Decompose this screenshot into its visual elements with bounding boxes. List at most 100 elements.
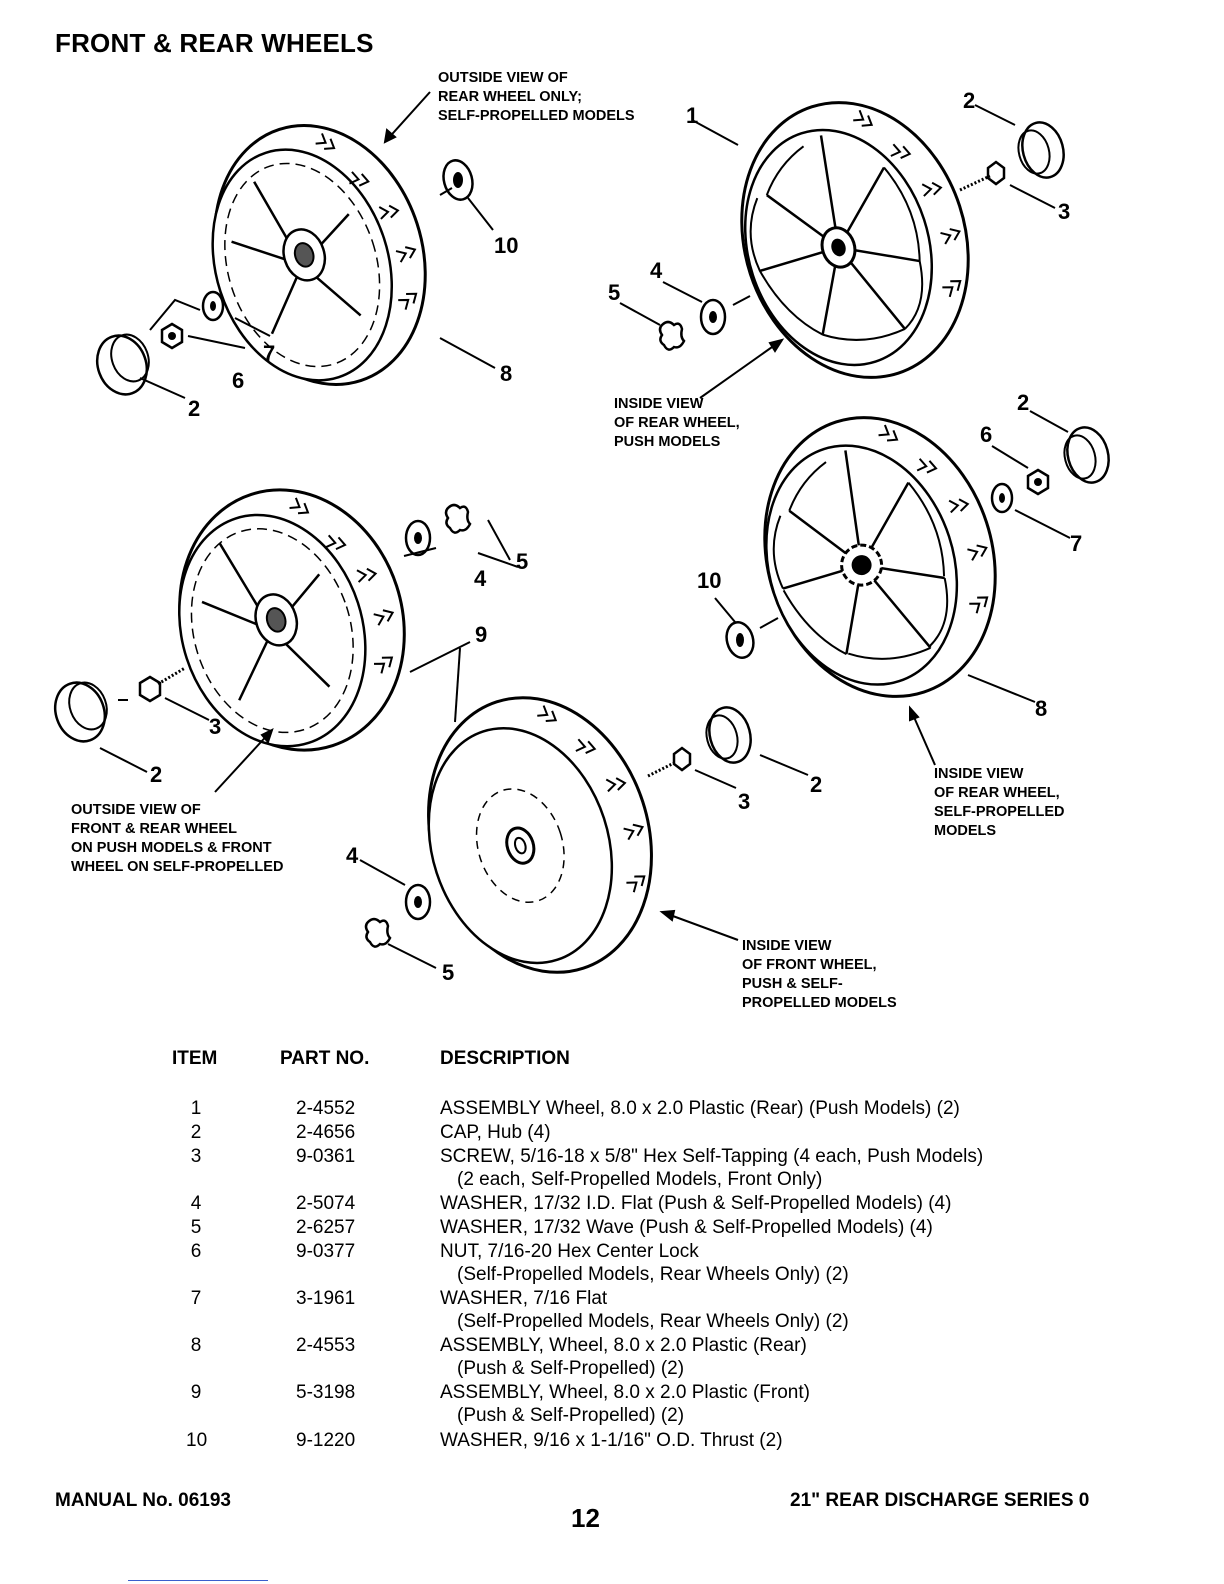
series-label: 21" REAR DISCHARGE SERIES 0 bbox=[790, 1490, 1090, 1511]
hub-cap-icon bbox=[708, 706, 752, 764]
description-text: WASHER, 17/32 I.D. Flat (Push & Self-Pro… bbox=[440, 1193, 952, 1214]
item-cell: 3 bbox=[190, 1146, 202, 1167]
wheel-outside-rear-sp bbox=[211, 124, 427, 386]
item-number: 5 bbox=[608, 280, 620, 305]
description-text: WASHER, 17/32 Wave (Push & Self-Propelle… bbox=[440, 1217, 933, 1238]
svg-text:OF REAR WHEEL,: OF REAR WHEEL, bbox=[934, 785, 1060, 801]
hex-screw-icon bbox=[138, 675, 162, 703]
hub-cap-icon bbox=[53, 681, 107, 743]
description-continuation: (2 each, Self-Propelled Models, Front On… bbox=[457, 1169, 823, 1190]
hex-screw-icon bbox=[672, 746, 692, 772]
item-number-labels: 10 7 6 8 2 1 2 3 4 5 2 6 7 10 8 5 4 9 3 … bbox=[150, 88, 1082, 985]
svg-text:ON PUSH MODELS & FRONT: ON PUSH MODELS & FRONT bbox=[71, 840, 272, 856]
column-header-description: DESCRIPTION bbox=[440, 1048, 570, 1069]
description-cell: ASSEMBLY, Wheel, 8.0 x 2.0 Plastic (Fron… bbox=[440, 1381, 1160, 1427]
description-cell: SCREW, 5/16-18 x 5/8" Hex Self-Tapping (… bbox=[440, 1145, 1160, 1191]
item-number: 5 bbox=[516, 549, 528, 574]
part-number-cell: 9-0361 bbox=[296, 1146, 356, 1167]
item-cell: 2 bbox=[190, 1122, 202, 1143]
wave-washer-icon bbox=[444, 503, 472, 534]
description-text: WASHER, 9/16 x 1-1/16" O.D. Thrust (2) bbox=[440, 1430, 783, 1451]
item-number: 10 bbox=[697, 568, 721, 593]
item-number: 2 bbox=[150, 762, 162, 787]
exploded-parts-diagram: OUTSIDE VIEW OF REAR WHEEL ONLY; SELF-PR… bbox=[53, 70, 1110, 1011]
item-number: 6 bbox=[232, 368, 244, 393]
wave-washer-icon bbox=[364, 917, 392, 948]
page-number: 12 bbox=[571, 1503, 600, 1533]
description-continuation: (Push & Self-Propelled) (2) bbox=[457, 1358, 685, 1379]
item-cell: 6 bbox=[190, 1241, 202, 1262]
part-number-cell: 9-0377 bbox=[296, 1241, 356, 1262]
callout-outside-front-rear: OUTSIDE VIEW OF FRONT & REAR WHEEL ON PU… bbox=[71, 802, 283, 875]
description-text: CAP, Hub (4) bbox=[440, 1122, 551, 1143]
description-text: ASSEMBLY, Wheel, 8.0 x 2.0 Plastic (Fron… bbox=[440, 1382, 810, 1403]
description-text: SCREW, 5/16-18 x 5/8" Hex Self-Tapping (… bbox=[440, 1146, 984, 1167]
callout-inside-front: INSIDE VIEW OF FRONT WHEEL, PUSH & SELF-… bbox=[742, 938, 897, 1011]
description-cell: WASHER, 9/16 x 1-1/16" O.D. Thrust (2) bbox=[440, 1429, 1160, 1452]
callout-inside-rear-push: INSIDE VIEW OF REAR WHEEL, PUSH MODELS bbox=[614, 396, 740, 450]
description-text: NUT, 7/16-20 Hex Center Lock bbox=[440, 1241, 699, 1262]
item-number: 4 bbox=[650, 258, 663, 283]
item-number: 3 bbox=[209, 714, 221, 739]
item-number: 2 bbox=[188, 396, 200, 421]
item-number: 2 bbox=[1017, 390, 1029, 415]
description-cell: ASSEMBLY, Wheel, 8.0 x 2.0 Plastic (Rear… bbox=[440, 1334, 1160, 1380]
part-number-cell: 3-1961 bbox=[296, 1288, 356, 1309]
svg-text:PROPELLED MODELS: PROPELLED MODELS bbox=[742, 995, 897, 1011]
part-number-cell: 2-6257 bbox=[296, 1217, 356, 1238]
hub-cap-icon bbox=[1066, 426, 1110, 484]
svg-text:OF FRONT WHEEL,: OF FRONT WHEEL, bbox=[742, 957, 877, 973]
wheel-inside-rear-sp bbox=[763, 416, 997, 698]
svg-text:WHEEL ON SELF-PROPELLED: WHEEL ON SELF-PROPELLED bbox=[71, 859, 283, 875]
hub-cap-icon bbox=[1021, 121, 1065, 179]
description-cell: WASHER, 17/32 I.D. Flat (Push & Self-Pro… bbox=[440, 1192, 1160, 1215]
description-cell: WASHER, 7/16 Flat(Self-Propelled Models,… bbox=[440, 1287, 1160, 1333]
svg-text:INSIDE VIEW: INSIDE VIEW bbox=[934, 766, 1024, 782]
svg-text:PUSH MODELS: PUSH MODELS bbox=[614, 434, 721, 450]
svg-text:INSIDE VIEW: INSIDE VIEW bbox=[742, 938, 832, 954]
leader-lines bbox=[99, 91, 1071, 969]
scan-edge-line bbox=[128, 1580, 268, 1581]
manual-number: MANUAL No. 06193 bbox=[55, 1490, 231, 1511]
svg-text:FRONT & REAR WHEEL: FRONT & REAR WHEEL bbox=[71, 821, 237, 837]
callout-inside-rear-sp: INSIDE VIEW OF REAR WHEEL, SELF-PROPELLE… bbox=[934, 766, 1065, 839]
callout-outside-rear-sp: OUTSIDE VIEW OF REAR WHEEL ONLY; SELF-PR… bbox=[438, 70, 635, 124]
item-number: 8 bbox=[1035, 696, 1047, 721]
description-cell: CAP, Hub (4) bbox=[440, 1121, 1160, 1144]
item-cell: 9 bbox=[190, 1382, 202, 1403]
item-cell: 4 bbox=[190, 1193, 202, 1214]
page-title: FRONT & REAR WHEELS bbox=[55, 28, 374, 58]
svg-text:INSIDE VIEW: INSIDE VIEW bbox=[614, 396, 704, 412]
item-number: 4 bbox=[346, 843, 359, 868]
svg-text:REAR WHEEL ONLY;: REAR WHEEL ONLY; bbox=[438, 89, 582, 105]
item-cell: 1 bbox=[190, 1098, 202, 1119]
svg-text:SELF-PROPELLED MODELS: SELF-PROPELLED MODELS bbox=[438, 108, 635, 124]
svg-text:OUTSIDE VIEW OF: OUTSIDE VIEW OF bbox=[71, 802, 201, 818]
part-number-cell: 9-1220 bbox=[296, 1430, 356, 1451]
description-text: WASHER, 7/16 Flat bbox=[440, 1288, 608, 1309]
description-cell: NUT, 7/16-20 Hex Center Lock(Self-Propel… bbox=[440, 1240, 1160, 1286]
wave-washer-icon bbox=[658, 320, 686, 351]
description-cell: WASHER, 17/32 Wave (Push & Self-Propelle… bbox=[440, 1216, 1160, 1239]
svg-text:OUTSIDE VIEW OF: OUTSIDE VIEW OF bbox=[438, 70, 568, 86]
item-number: 10 bbox=[494, 233, 518, 258]
item-cell: 7 bbox=[190, 1288, 202, 1309]
wheel-inside-front bbox=[427, 696, 653, 974]
hex-screw-icon bbox=[986, 160, 1006, 186]
description-continuation: (Self-Propelled Models, Rear Wheels Only… bbox=[457, 1311, 849, 1332]
item-number: 2 bbox=[810, 772, 822, 797]
description-text: ASSEMBLY, Wheel, 8.0 x 2.0 Plastic (Rear… bbox=[440, 1335, 807, 1356]
description-continuation: (Push & Self-Propelled) (2) bbox=[457, 1405, 685, 1426]
description-continuation: (Self-Propelled Models, Rear Wheels Only… bbox=[457, 1264, 849, 1285]
item-cell: 8 bbox=[190, 1335, 202, 1356]
part-number-cell: 2-4552 bbox=[296, 1098, 356, 1119]
column-header-part-no: PART NO. bbox=[280, 1048, 370, 1069]
svg-text:MODELS: MODELS bbox=[934, 823, 996, 839]
wheel-inside-rear-push bbox=[740, 101, 970, 379]
svg-text:OF REAR WHEEL,: OF REAR WHEEL, bbox=[614, 415, 740, 431]
item-number: 9 bbox=[475, 622, 487, 647]
item-number: 7 bbox=[263, 341, 275, 366]
column-header-item: ITEM bbox=[172, 1048, 218, 1069]
item-number: 6 bbox=[980, 422, 992, 447]
item-number: 3 bbox=[1058, 199, 1070, 224]
